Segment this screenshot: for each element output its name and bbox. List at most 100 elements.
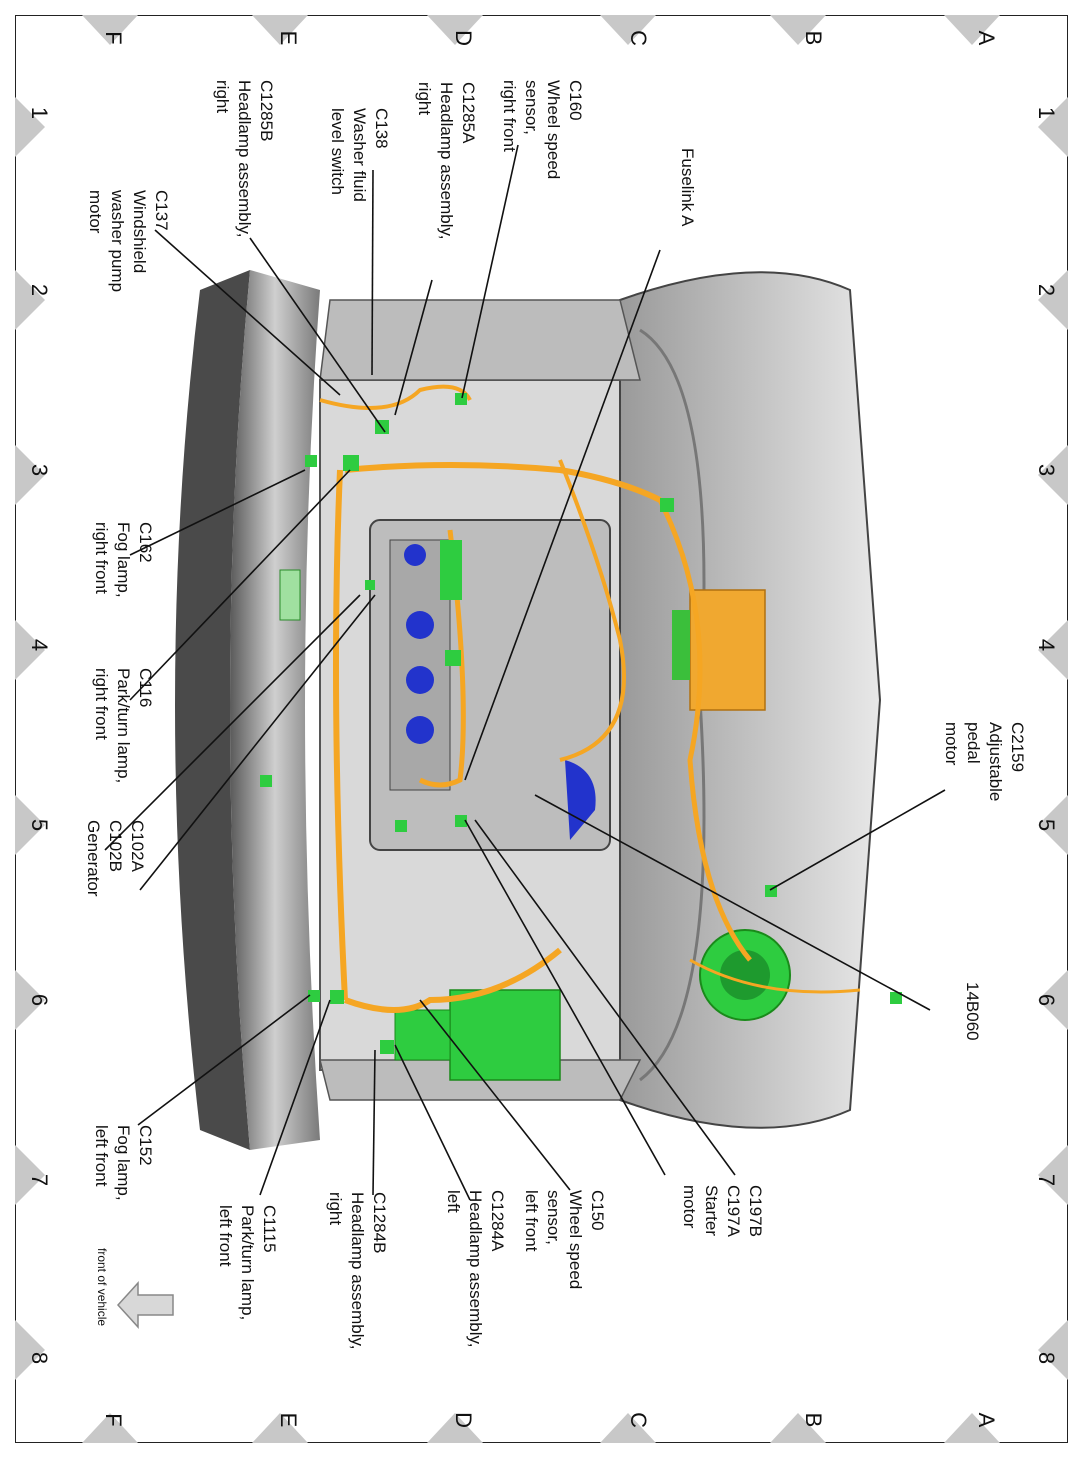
border-diamond <box>1038 970 1068 1030</box>
callout-c102: C102AC102BGenerator <box>84 820 147 897</box>
border-diamond <box>600 15 656 45</box>
callout-c1284b: C1284BHeadlamp assembly,right <box>326 1192 389 1349</box>
callout-line: Headlamp assembly, <box>348 1192 367 1349</box>
callout-line: Wheel speed <box>544 80 563 179</box>
border-diamond <box>15 970 45 1030</box>
diagram-frame <box>15 15 1068 1443</box>
border-diamond <box>15 1320 45 1380</box>
border-diamonds <box>15 15 1068 1443</box>
grid-number-right: 7 <box>1034 1174 1059 1186</box>
grid-letter-top: A <box>974 31 999 46</box>
callout-line: Fog lamp, <box>114 1125 133 1201</box>
callout-line: Fog lamp, <box>114 522 133 598</box>
callout-line: C1285A <box>459 82 478 144</box>
grid-letter-top: D <box>451 30 476 46</box>
callout-line: left front <box>216 1205 235 1267</box>
grid-number-right: 4 <box>1034 639 1059 651</box>
grid-letter-bottom: E <box>276 1413 301 1428</box>
border-diamond <box>252 15 308 45</box>
callout-line: C1284B <box>370 1192 389 1253</box>
grid-letter-bottom: B <box>801 1413 826 1428</box>
vehicle-front-illustration <box>175 270 902 1150</box>
callout-line: right <box>415 82 434 115</box>
leader-lines <box>104 144 946 1201</box>
grid-number-right: 3 <box>1034 464 1059 476</box>
border-diamond <box>15 1145 45 1205</box>
callout-labels: C160Wheel speedsensor,right frontFuselin… <box>84 80 1027 1349</box>
callout-line: right front <box>500 80 519 152</box>
border-diamond <box>770 1413 826 1443</box>
grid-letter-top: E <box>276 31 301 46</box>
border-diamond <box>427 15 483 45</box>
callout-line: C138 <box>372 108 391 149</box>
callout-line: right front <box>92 522 111 594</box>
callout-line: Wheel speed <box>566 1190 585 1289</box>
border-diamond <box>427 1413 483 1443</box>
callout-line: C152 <box>136 1125 155 1166</box>
callout-c1285a: C1285AHeadlamp assembly,right <box>415 82 478 239</box>
callout-line: Adjustable <box>986 722 1005 801</box>
callout-line: sensor, <box>522 80 541 135</box>
callout-line: Starter <box>702 1185 721 1236</box>
callout-line: C102B <box>106 820 125 872</box>
border-diamond <box>1038 97 1068 157</box>
callout-c197: C197BC197AStartermotor <box>680 1185 765 1238</box>
callout-line: Fuselink A <box>678 148 697 227</box>
border-diamond <box>1038 445 1068 505</box>
callout-line: motor <box>942 722 961 766</box>
callout-c116: C116Park/turn lamp,right front <box>92 668 155 783</box>
callout-line: C150 <box>588 1190 607 1231</box>
grid-letter-bottom: F <box>101 1413 126 1426</box>
grid-number-right: 5 <box>1034 819 1059 831</box>
callout-line: Headlamp assembly, <box>437 82 456 239</box>
grid-number-right: 8 <box>1034 1352 1059 1364</box>
grid-number-left: 3 <box>27 464 52 476</box>
callout-line: C197B <box>746 1185 765 1237</box>
front-of-vehicle-arrow-icon <box>116 1281 174 1329</box>
border-diamond <box>15 795 45 855</box>
callout-line: C1284A <box>488 1190 507 1252</box>
callout-line: C2159 <box>1008 722 1027 772</box>
callout-line: Park/turn lamp, <box>114 668 133 783</box>
grid-number-left: 2 <box>27 284 52 296</box>
callout-line: motor <box>680 1185 699 1229</box>
callout-line: Generator <box>84 820 103 897</box>
grid-number-left: 6 <box>27 994 52 1006</box>
callout-line: right <box>213 80 232 113</box>
callout-c138: C138Washer fluidlevel switch <box>328 108 391 202</box>
border-diamond <box>944 1413 1000 1443</box>
grid-number-right: 6 <box>1034 994 1059 1006</box>
callout-line: left <box>444 1190 463 1213</box>
callout-line: C162 <box>136 522 155 563</box>
callout-line: washer pump <box>108 189 127 292</box>
border-diamond <box>82 15 138 45</box>
callout-c162: C162Fog lamp,right front <box>92 522 155 598</box>
front-of-vehicle-label: front of vehicle <box>95 1248 109 1326</box>
grid-letter-top: F <box>101 31 126 44</box>
callout-line: C137 <box>152 190 171 231</box>
callout-line: C160 <box>566 80 585 121</box>
grid-number-left: 8 <box>27 1352 52 1364</box>
callout-b14b060: 14B060 <box>963 982 982 1041</box>
callout-line: left front <box>92 1125 111 1187</box>
border-diamond <box>252 1413 308 1443</box>
callout-c150: C150Wheel speedsensor,left front <box>522 1190 607 1289</box>
grid-number-right: 2 <box>1034 284 1059 296</box>
border-diamond <box>600 1413 656 1443</box>
callout-line: Washer fluid <box>350 108 369 202</box>
callout-c1115: C1115Park/turn lamp,left front <box>216 1205 279 1320</box>
grid-letter-bottom: A <box>974 1413 999 1428</box>
grid-number-right: 1 <box>1034 107 1059 119</box>
callout-line: right front <box>92 668 111 740</box>
border-diamond <box>15 97 45 157</box>
callout-line: C197A <box>724 1185 743 1238</box>
callout-line: level switch <box>328 108 347 195</box>
border-diamond <box>944 15 1000 45</box>
grid-letter-top: B <box>801 31 826 46</box>
callout-c160: C160Wheel speedsensor,right front <box>500 80 585 179</box>
border-diamond <box>15 445 45 505</box>
callout-line: C1115 <box>260 1205 279 1253</box>
callout-fuselink: Fuselink A <box>678 148 697 227</box>
callout-line: C102A <box>128 820 147 873</box>
